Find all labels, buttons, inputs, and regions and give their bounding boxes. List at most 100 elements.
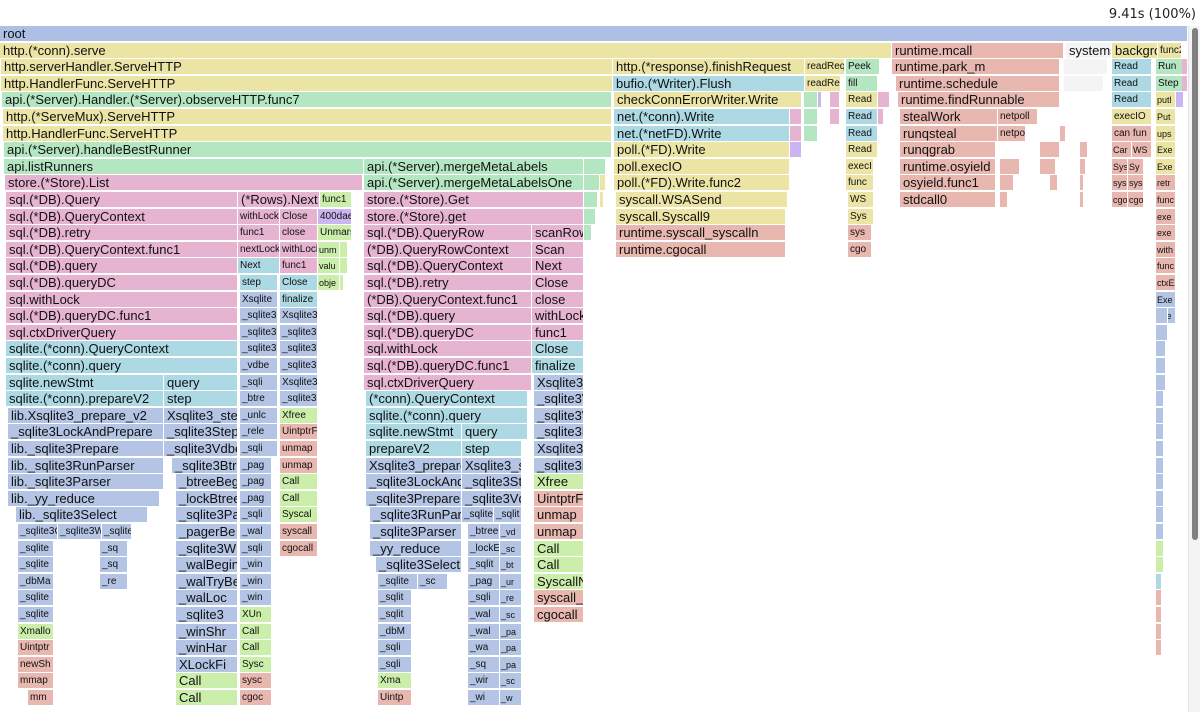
stack-frame[interactable]: Call — [240, 624, 272, 640]
stack-frame[interactable]: Read — [846, 142, 878, 158]
stack-frame[interactable]: exe — [1156, 209, 1176, 225]
stack-frame[interactable]: sql.(*DB).QueryContext — [6, 209, 238, 225]
stack-frame[interactable]: _lockE — [468, 541, 500, 557]
stack-frame[interactable]: _sqlite3W — [58, 524, 102, 540]
stack-frame[interactable]: Put — [1156, 109, 1176, 125]
stack-frame[interactable]: _walLoc — [176, 590, 238, 606]
stack-frame[interactable]: sql.(*DB).retry — [364, 275, 532, 291]
stack-frame[interactable]: exe — [1156, 225, 1176, 241]
stack-frame[interactable]: (*DB).QueryContext.func1 — [364, 292, 532, 308]
stack-frame[interactable]: poll.(*FD).Write — [614, 142, 790, 158]
stack-frame[interactable]: sql.withLock — [364, 341, 532, 357]
stack-frame[interactable]: lib.Xsqlite3_prepare_v2 — [8, 408, 164, 424]
stack-frame[interactable]: prepareV2 — [366, 441, 462, 457]
stack-frame[interactable]: _unlc — [240, 408, 278, 424]
stack-frame[interactable]: _sqli — [240, 375, 278, 391]
stack-frame[interactable]: Xmallo — [18, 624, 54, 640]
stack-frame[interactable]: Step — [1156, 76, 1184, 92]
stack-frame[interactable]: _pa — [500, 657, 522, 673]
stack-frame[interactable]: _sqlite3Pa — [176, 507, 238, 523]
stack-frame[interactable]: query — [164, 375, 238, 391]
stack-frame[interactable]: _wal — [468, 607, 500, 623]
stack-frame[interactable]: _sqlite3D — [534, 424, 584, 440]
stack-frame[interactable]: Xsqlite3 — [280, 375, 318, 391]
stack-frame[interactable]: sql.withLock — [6, 292, 238, 308]
stack-frame[interactable]: sql.(*DB).query — [364, 308, 532, 324]
stack-frame[interactable]: _sqlite3M — [534, 458, 584, 474]
stack-frame[interactable]: _sqlite3 — [280, 391, 318, 407]
stack-frame[interactable]: unmap — [534, 507, 584, 523]
stack-frame[interactable]: _sqlite3 — [176, 607, 238, 623]
stack-frame[interactable]: _ur — [500, 574, 522, 590]
stack-frame[interactable]: lib._sqlite3Prepare — [8, 441, 164, 457]
stack-frame[interactable]: execI — [846, 159, 874, 175]
stack-frame[interactable]: unmap — [534, 524, 584, 540]
stack-frame[interactable] — [1156, 325, 1168, 341]
stack-frame[interactable]: Xsqlite3 — [280, 308, 318, 324]
stack-frame[interactable]: Sys — [848, 209, 874, 225]
stack-frame[interactable]: unm — [318, 242, 340, 258]
stack-frame[interactable]: _sqlite — [18, 590, 54, 606]
stack-frame[interactable]: _sqlite3Gc — [18, 524, 58, 540]
stack-frame[interactable]: sqlite.(*conn).prepareV2 — [6, 391, 164, 407]
stack-frame[interactable]: cgocall — [534, 607, 584, 623]
stack-frame[interactable]: Close — [532, 275, 584, 291]
stack-frame[interactable]: _sqlite3VdbeE — [462, 491, 522, 507]
stack-frame[interactable]: _pagerBe — [176, 524, 238, 540]
stack-frame[interactable]: func1 — [238, 225, 280, 241]
stack-frame[interactable]: withLock — [280, 242, 318, 258]
stack-frame[interactable]: _btre — [240, 391, 278, 407]
stack-frame[interactable]: step — [240, 275, 278, 291]
stack-frame[interactable]: step — [462, 441, 522, 457]
stack-frame[interactable] — [1156, 640, 1162, 656]
stack-frame[interactable]: lib._sqlite3RunParser — [8, 458, 164, 474]
stack-frame[interactable]: cgo — [1128, 192, 1144, 208]
stack-frame[interactable]: runtime.mcall — [892, 43, 1064, 59]
stack-frame[interactable]: obje — [318, 275, 340, 291]
stack-frame[interactable]: sqlite.(*conn).query — [366, 408, 528, 424]
stack-frame[interactable]: SyscallN — [534, 574, 584, 590]
stack-frame[interactable]: retr — [1156, 175, 1176, 191]
stack-frame[interactable]: api.(*Server).handleBestRunner — [4, 142, 612, 158]
stack-frame[interactable]: sqlite.newStmt — [366, 424, 462, 440]
stack-frame[interactable]: _win — [240, 590, 272, 606]
stack-frame[interactable]: _sqlite3VdbeE — [164, 441, 238, 457]
stack-frame[interactable]: _wal — [468, 624, 500, 640]
stack-frame[interactable]: readRequ — [805, 59, 845, 75]
stack-frame[interactable] — [1156, 358, 1166, 374]
stack-frame[interactable]: _sqlite3Select — [376, 557, 462, 573]
stack-frame[interactable]: runtime.schedule — [896, 76, 1060, 92]
stack-frame[interactable]: Call — [534, 541, 584, 557]
vertical-scrollbar[interactable] — [1188, 26, 1200, 712]
stack-frame[interactable]: store.(*Store).Get — [364, 192, 584, 208]
stack-frame[interactable]: _sc — [418, 574, 448, 590]
stack-frame[interactable]: sql.(*DB).QueryContext — [364, 258, 532, 274]
stack-frame[interactable]: Xsqlite3_step — [462, 458, 522, 474]
stack-frame[interactable]: sysc — [240, 673, 272, 689]
stack-frame[interactable]: Peek — [846, 59, 880, 75]
stack-frame[interactable]: _sqlite3LockAndPrepa — [366, 474, 462, 490]
stack-frame[interactable] — [1060, 126, 1066, 142]
stack-frame[interactable] — [584, 175, 600, 191]
stack-frame[interactable] — [818, 92, 822, 108]
stack-frame[interactable] — [584, 192, 598, 208]
stack-frame[interactable] — [1156, 458, 1164, 474]
stack-frame[interactable]: Xfree — [534, 474, 584, 490]
stack-frame[interactable] — [584, 225, 592, 241]
stack-frame[interactable]: _rele — [240, 424, 278, 440]
stack-frame[interactable]: syscall.WSASend — [616, 192, 788, 208]
stack-frame[interactable]: lib._sqlite3Parser — [8, 474, 164, 490]
stack-frame[interactable]: Next — [532, 258, 584, 274]
stack-frame[interactable]: sys — [1128, 175, 1144, 191]
stack-frame[interactable] — [790, 142, 802, 158]
stack-frame[interactable]: sql.ctxDriverQuery — [6, 325, 238, 341]
stack-frame[interactable]: _walTryBe — [176, 574, 238, 590]
stack-frame[interactable]: checkConnErrorWriter.Write — [614, 92, 802, 108]
stack-frame[interactable]: net.(*conn).Write — [614, 109, 790, 125]
stack-frame[interactable]: execIO — [1112, 109, 1152, 125]
stack-frame[interactable] — [1000, 175, 1014, 191]
stack-frame[interactable]: sql.(*DB).retry — [6, 225, 238, 241]
stack-frame[interactable]: api.(*Server).mergeMetaLabels — [364, 159, 584, 175]
stack-frame[interactable]: sql.(*DB).queryDC — [364, 325, 532, 341]
stack-frame[interactable]: systemstac — [1066, 43, 1112, 59]
